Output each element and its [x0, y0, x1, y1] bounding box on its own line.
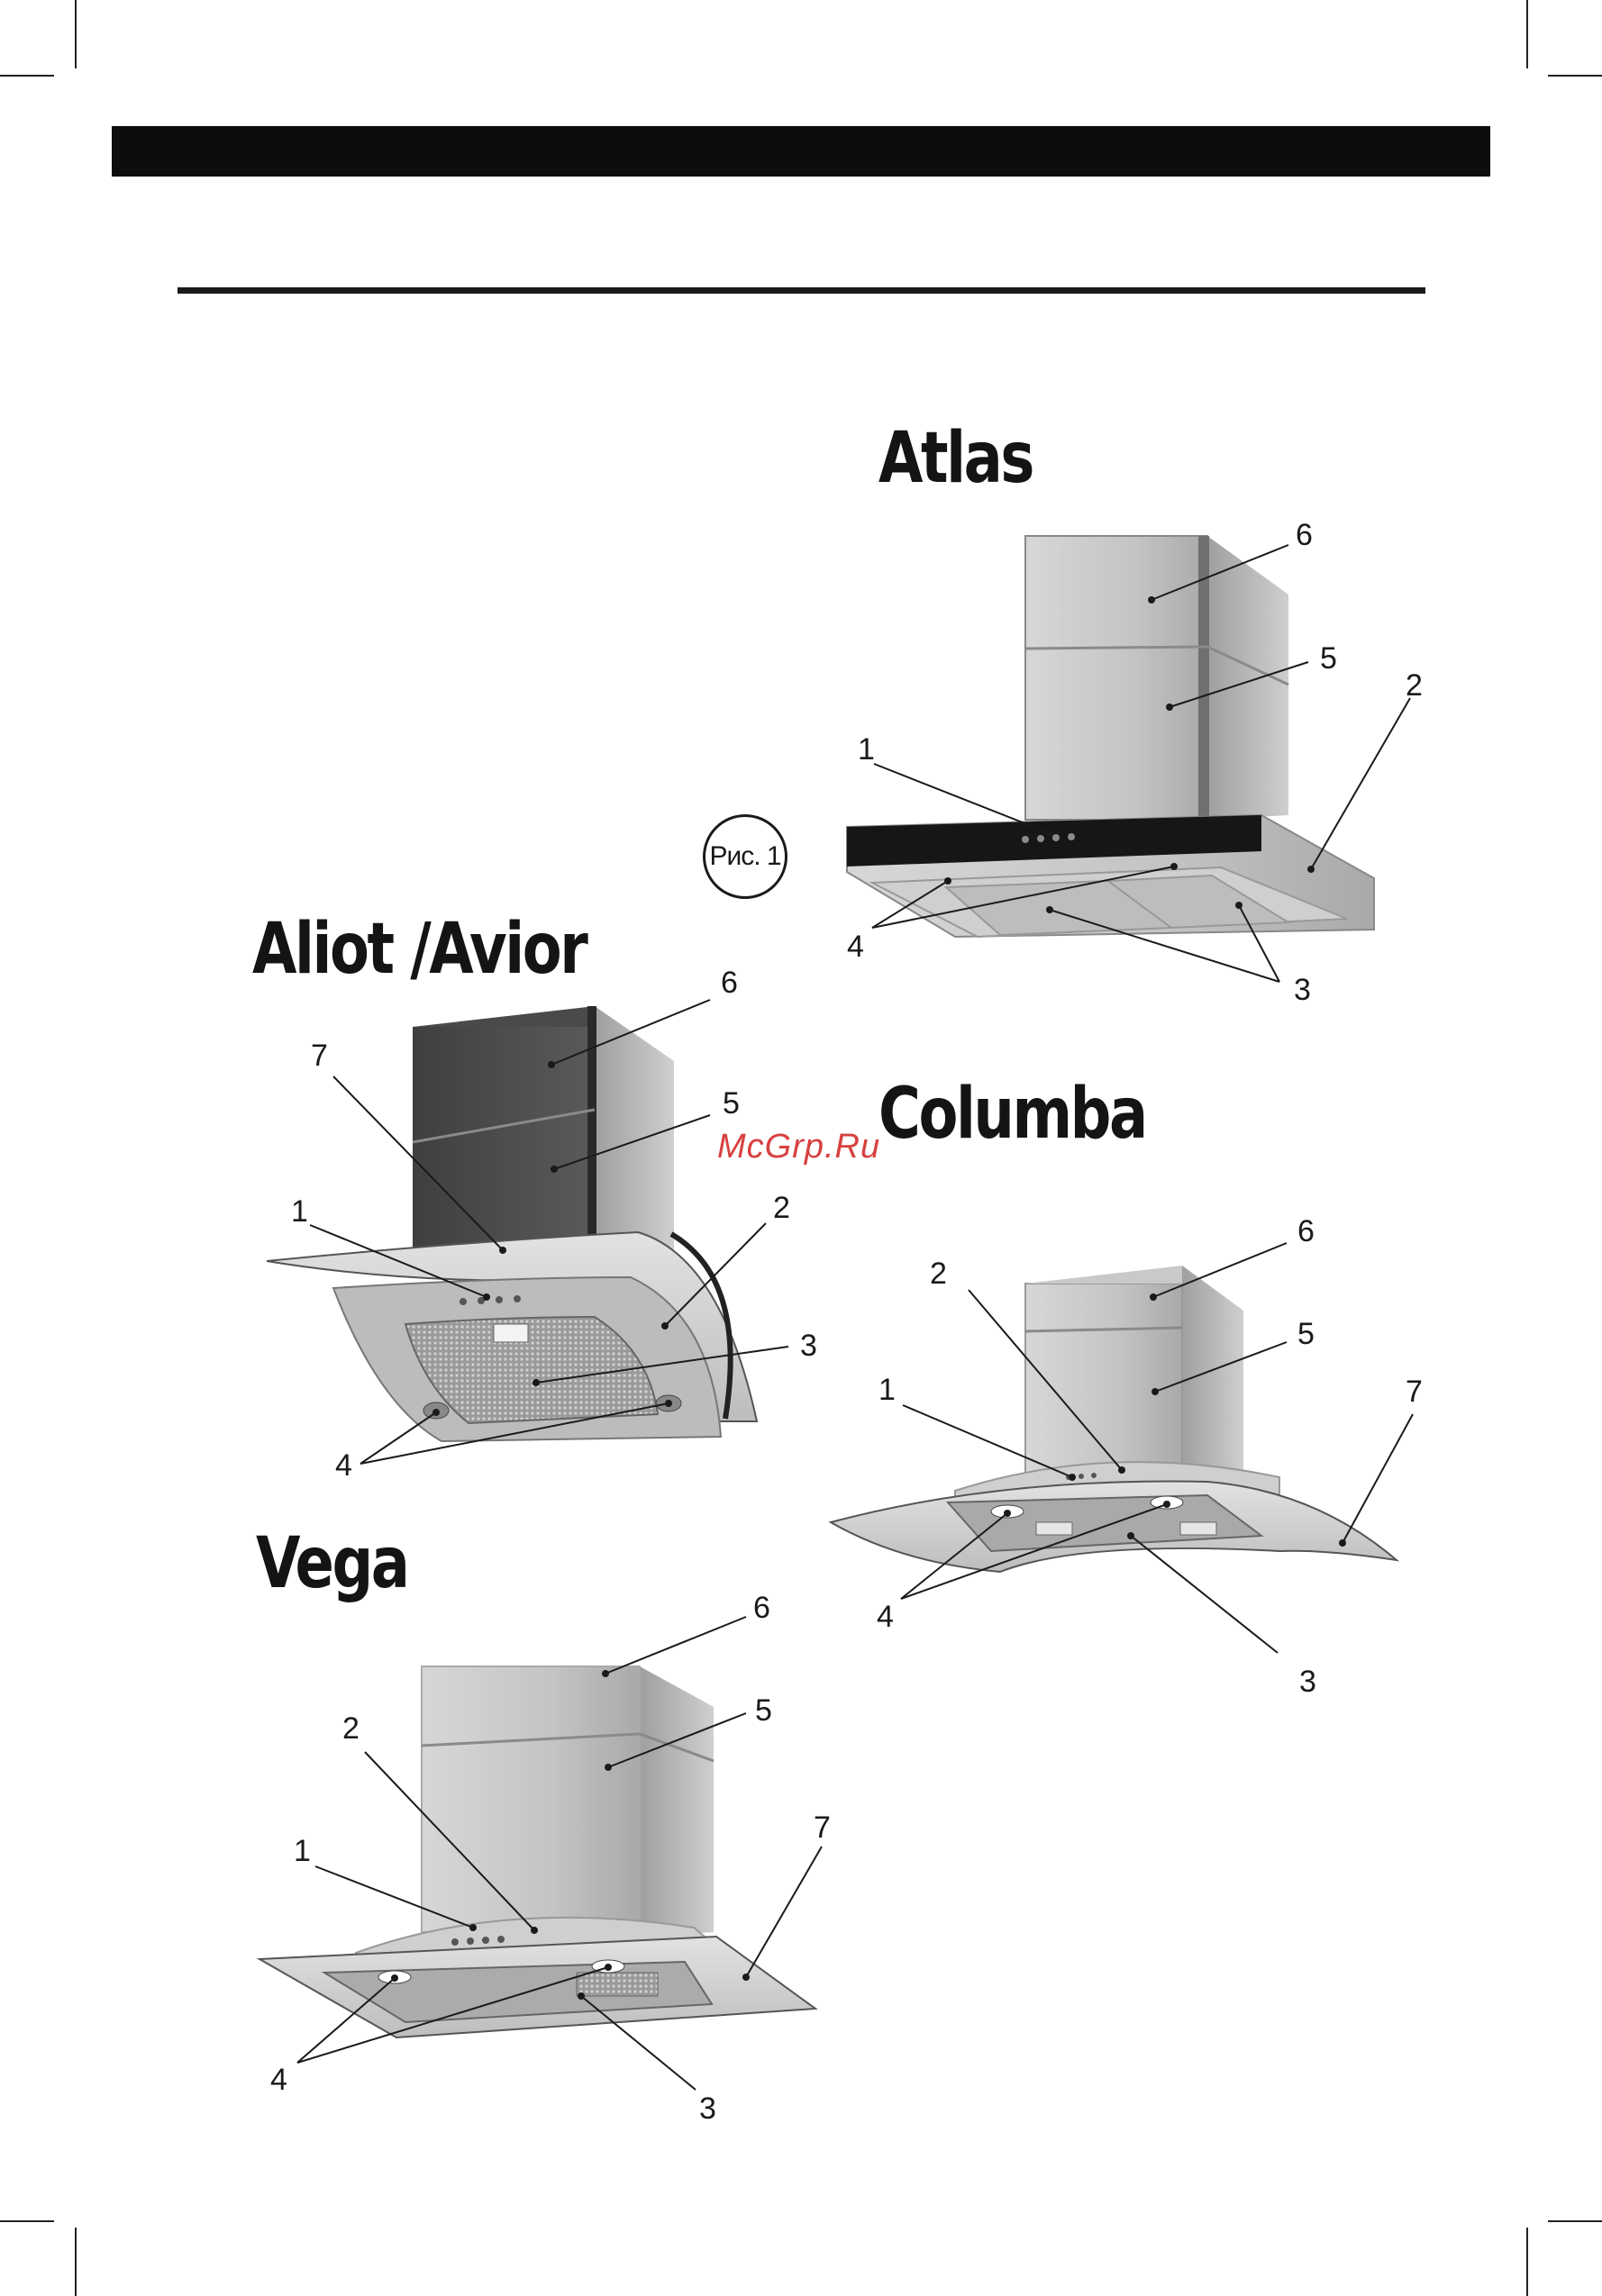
aliot-callout-2: 2: [773, 1191, 790, 1225]
vega-callout-5: 5: [755, 1693, 772, 1728]
atlas-chimney-front: [1025, 536, 1207, 820]
aliot-callout-5: 5: [723, 1086, 740, 1121]
atlas-callout-1: 1: [858, 732, 875, 767]
aliot-callout-1: 1: [291, 1194, 308, 1229]
atlas-callout-4: 4: [847, 930, 864, 964]
atlas-hood: [847, 536, 1374, 937]
columba-callout-6: 6: [1297, 1214, 1315, 1248]
vega-callout-1: 1: [294, 1834, 311, 1868]
columba-callout-1: 1: [878, 1373, 896, 1407]
vega-callout-7: 7: [814, 1810, 831, 1845]
atlas-callout-2: 2: [1406, 668, 1423, 703]
columba-callout-4: 4: [877, 1600, 894, 1634]
columba-chimney-front: [1025, 1284, 1182, 1482]
aliot-hood: [267, 1006, 757, 1441]
aliot-callout-4: 4: [335, 1448, 352, 1483]
vega-callout-6: 6: [753, 1591, 770, 1625]
vega-callout-3: 3: [699, 2092, 716, 2126]
aliot-callout-7: 7: [311, 1039, 328, 1073]
vega-callout-2: 2: [342, 1711, 360, 1746]
columba-callout-7: 7: [1406, 1375, 1423, 1409]
vega-chimney-front: [422, 1666, 640, 1932]
vega-chimney-side: [640, 1666, 714, 1937]
aliot-chimney-side: [595, 1006, 674, 1261]
columba-callout-5: 5: [1297, 1317, 1315, 1351]
columba-chimney-side: [1182, 1266, 1243, 1482]
aliot-chimney-front: [413, 1027, 595, 1261]
atlas-callout-3: 3: [1294, 973, 1311, 1007]
vega-callout-4: 4: [270, 2063, 287, 2097]
columba-callout-3: 3: [1299, 1665, 1316, 1699]
vega-filter: [577, 1973, 658, 1996]
atlas-callout-5: 5: [1320, 641, 1337, 676]
aliot-callout-3: 3: [800, 1329, 817, 1363]
columba-hood: [831, 1266, 1397, 1572]
columba-callout-2: 2: [930, 1257, 947, 1291]
atlas-callout-6: 6: [1296, 518, 1313, 552]
aliot-callout-6: 6: [721, 966, 738, 1000]
